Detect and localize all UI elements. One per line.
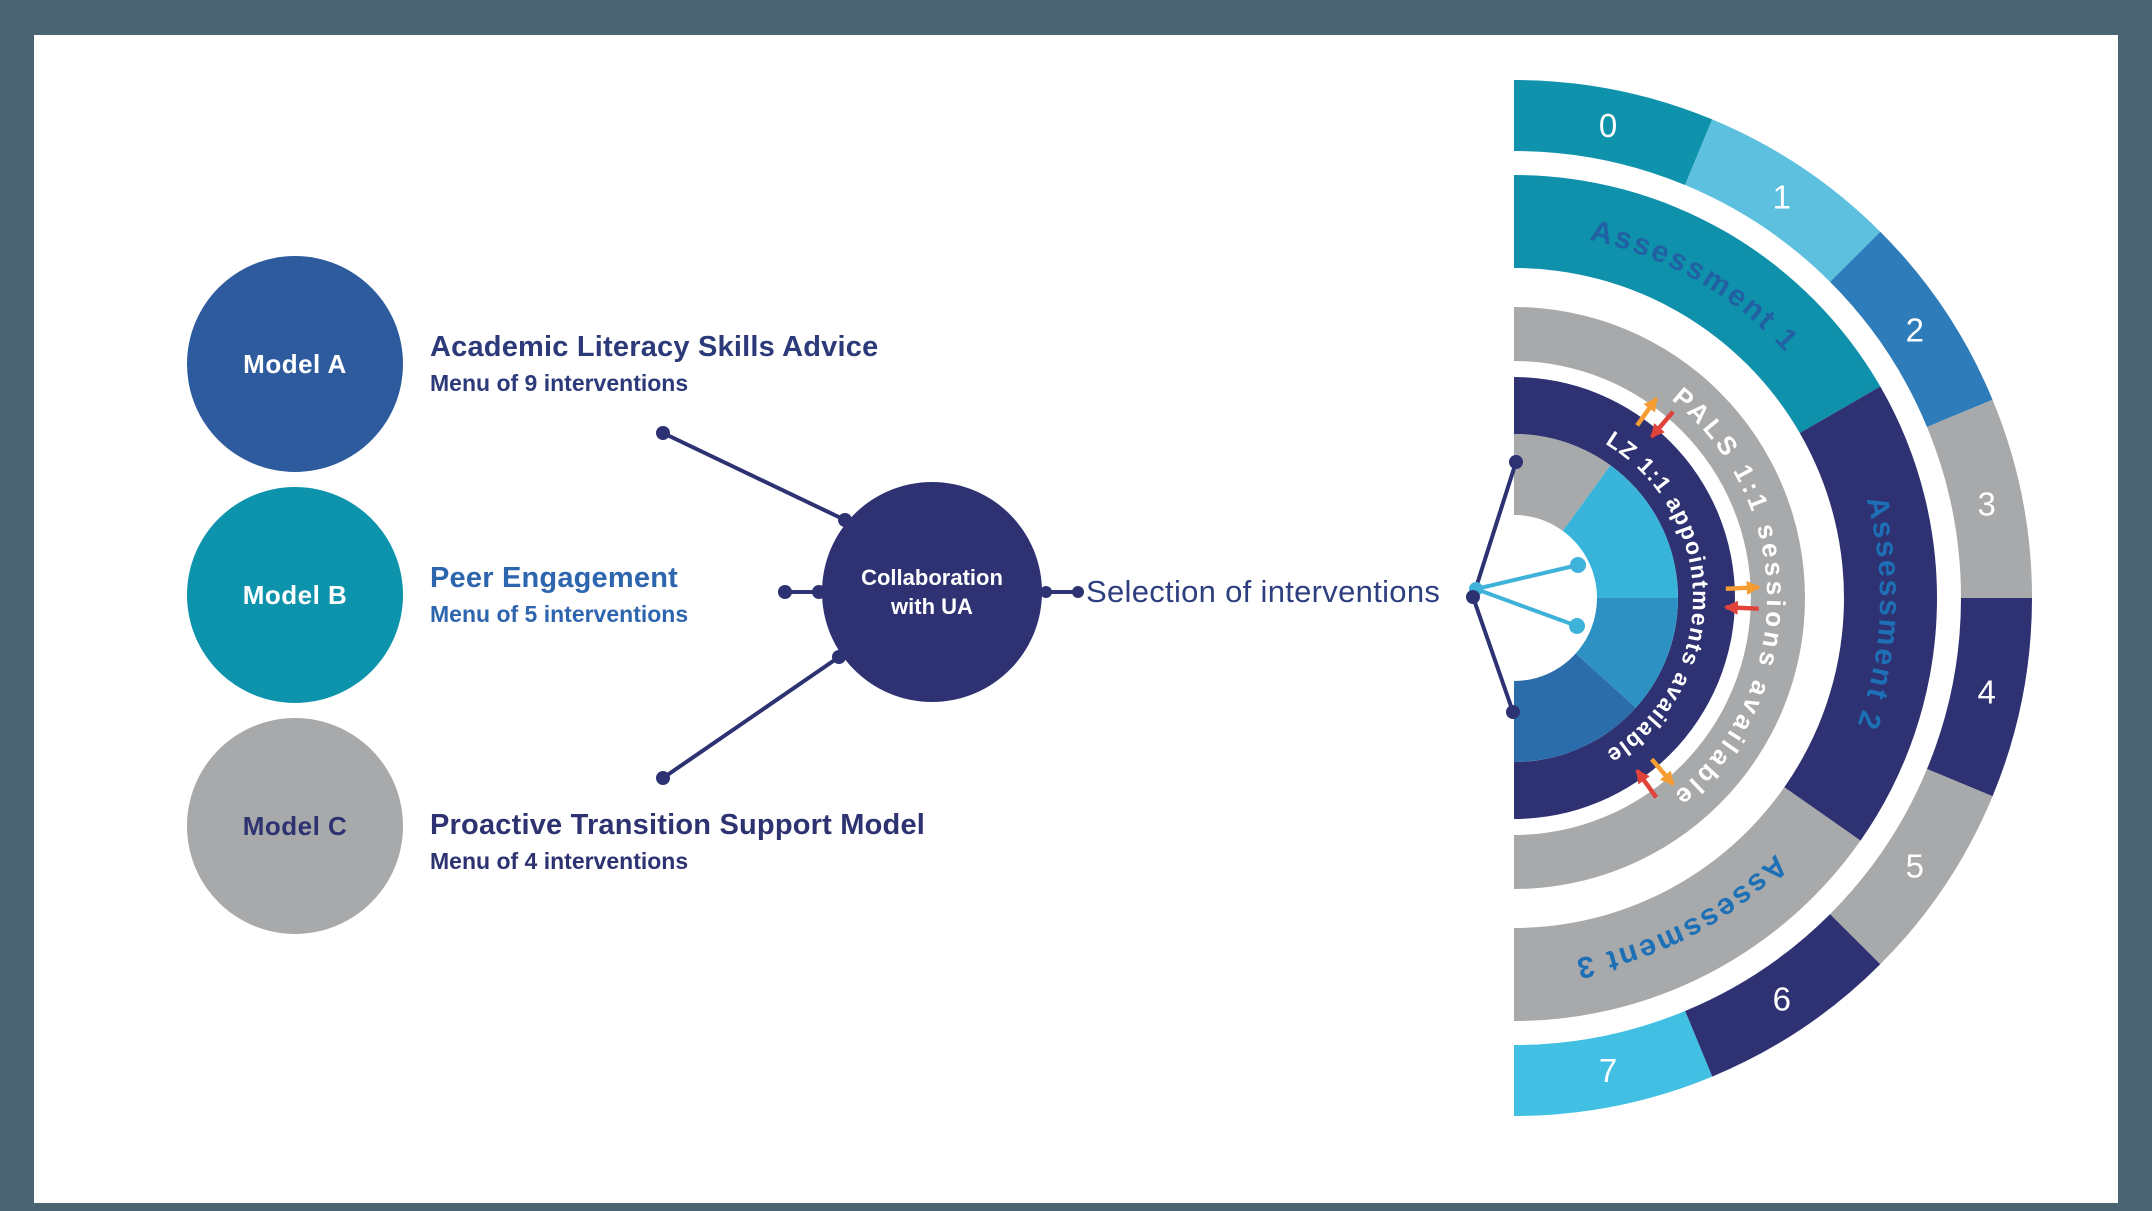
ring-inner-pie bbox=[1514, 434, 1678, 762]
arrow-inward-1 bbox=[1723, 600, 1759, 615]
fan-dot-navy-bottom bbox=[1506, 705, 1520, 719]
arrow-outward-0 bbox=[1635, 396, 1659, 427]
fan-line-navy-top bbox=[1471, 460, 1518, 599]
ring-inner-pie-segment-1 bbox=[1562, 465, 1678, 598]
model-c-title: Proactive Transition Support Model bbox=[430, 809, 926, 841]
selection-of-interventions-label: Selection of interventions bbox=[1086, 574, 1441, 609]
arrow-inward-2 bbox=[1635, 768, 1659, 799]
fan-line-cyan-upper bbox=[1474, 563, 1580, 591]
collaboration-hub-line1: Collaboration bbox=[861, 565, 1003, 590]
ring-inner-pie-segment-2 bbox=[1575, 598, 1678, 708]
model-a-subtitle: Menu of 9 interventions bbox=[430, 370, 689, 396]
ring-assessment-segment-2 bbox=[1514, 787, 1861, 1021]
model-b-title: Peer Engagement bbox=[430, 562, 678, 594]
model-b-circle-label: Model B bbox=[242, 579, 348, 610]
fan-dot-navy-top bbox=[1509, 455, 1523, 469]
fan-dot-cyan-lower bbox=[1569, 618, 1585, 634]
model-a-circle-label: Model A bbox=[243, 348, 347, 379]
ring-assessment-segment-1 bbox=[1784, 386, 1937, 841]
ring-outer-numbers-label-4: 4 bbox=[1978, 674, 1996, 711]
connector-model-a-line bbox=[661, 431, 847, 522]
ring-outer-numbers-label-7: 7 bbox=[1599, 1052, 1617, 1089]
fan-origin-dot-navy bbox=[1466, 590, 1480, 604]
connector-hub-selection-dot-right bbox=[1072, 586, 1084, 598]
arrow-outward-1 bbox=[1725, 580, 1761, 595]
model-c-text-block: Proactive Transition Support Model Menu … bbox=[430, 807, 925, 875]
ring-outer-numbers-segment-5 bbox=[1830, 769, 1993, 965]
connector-lines bbox=[656, 426, 1586, 785]
model-a-text-block: Academic Literacy Skills Advice Menu of … bbox=[430, 329, 878, 397]
model-b-circle: Model B bbox=[187, 487, 403, 703]
ring-outer-numbers-segment-2 bbox=[1830, 231, 1993, 427]
connector-model-c-dot-outer bbox=[656, 771, 670, 785]
ring-inner-pie-segment-3 bbox=[1514, 653, 1636, 762]
ring-lz-segment-0 bbox=[1514, 377, 1735, 819]
model-a-title: Academic Literacy Skills Advice bbox=[430, 331, 879, 363]
collaboration-hub-line2: with UA bbox=[891, 594, 973, 619]
connector-hub-selection-dot-left bbox=[1040, 586, 1052, 598]
collaboration-hub-circle: Collaboration with UA bbox=[822, 482, 1042, 702]
connector-model-a-dot-outer bbox=[656, 426, 670, 440]
fan-dot-cyan-upper bbox=[1570, 557, 1586, 573]
ring-outer-numbers-segment-6 bbox=[1685, 914, 1881, 1077]
model-b-subtitle: Menu of 5 interventions bbox=[430, 601, 689, 627]
model-c-circle-label: Model C bbox=[242, 810, 348, 841]
fan-line-cyan-lower bbox=[1474, 587, 1579, 628]
ring-inner-pie-segment-0 bbox=[1514, 434, 1611, 531]
ring-outer-numbers-label-2: 2 bbox=[1906, 312, 1924, 349]
ring-outer-numbers-label-1: 1 bbox=[1773, 179, 1791, 216]
ring-outer-numbers-label-3: 3 bbox=[1978, 485, 1996, 522]
connector-model-c-line bbox=[661, 655, 841, 780]
ring-outer-numbers: 0 1 2 3 4 5 6 7 bbox=[1514, 80, 2032, 1116]
ring-pals-segment-0 bbox=[1514, 307, 1805, 889]
ring-assessment-segment-0 bbox=[1514, 175, 1881, 433]
fan-line-navy-bottom bbox=[1471, 595, 1515, 714]
ring-outer-numbers-label-6: 6 bbox=[1773, 980, 1791, 1017]
arrow-outward-2 bbox=[1649, 757, 1675, 786]
ring-outer-numbers-segment-0 bbox=[1514, 80, 1713, 186]
model-a-circle: Model A bbox=[187, 256, 403, 472]
model-c-subtitle: Menu of 4 interventions bbox=[430, 848, 689, 874]
ring-outer-numbers-label-5: 5 bbox=[1906, 847, 1924, 884]
ring-outer-numbers-segment-7 bbox=[1514, 1010, 1713, 1116]
connector-model-b-dot-outer bbox=[778, 585, 792, 599]
ring-outer-numbers-label-0: 0 bbox=[1599, 107, 1617, 144]
model-b-text-block: Peer Engagement Menu of 5 interventions bbox=[430, 560, 688, 628]
ring-outer-numbers-segment-1 bbox=[1685, 119, 1881, 282]
ring-outer-numbers-segment-3 bbox=[1926, 399, 2032, 598]
arrow-inward-0 bbox=[1649, 410, 1675, 439]
model-c-circle: Model C bbox=[187, 718, 403, 934]
ring-outer-numbers-segment-4 bbox=[1926, 598, 2032, 797]
